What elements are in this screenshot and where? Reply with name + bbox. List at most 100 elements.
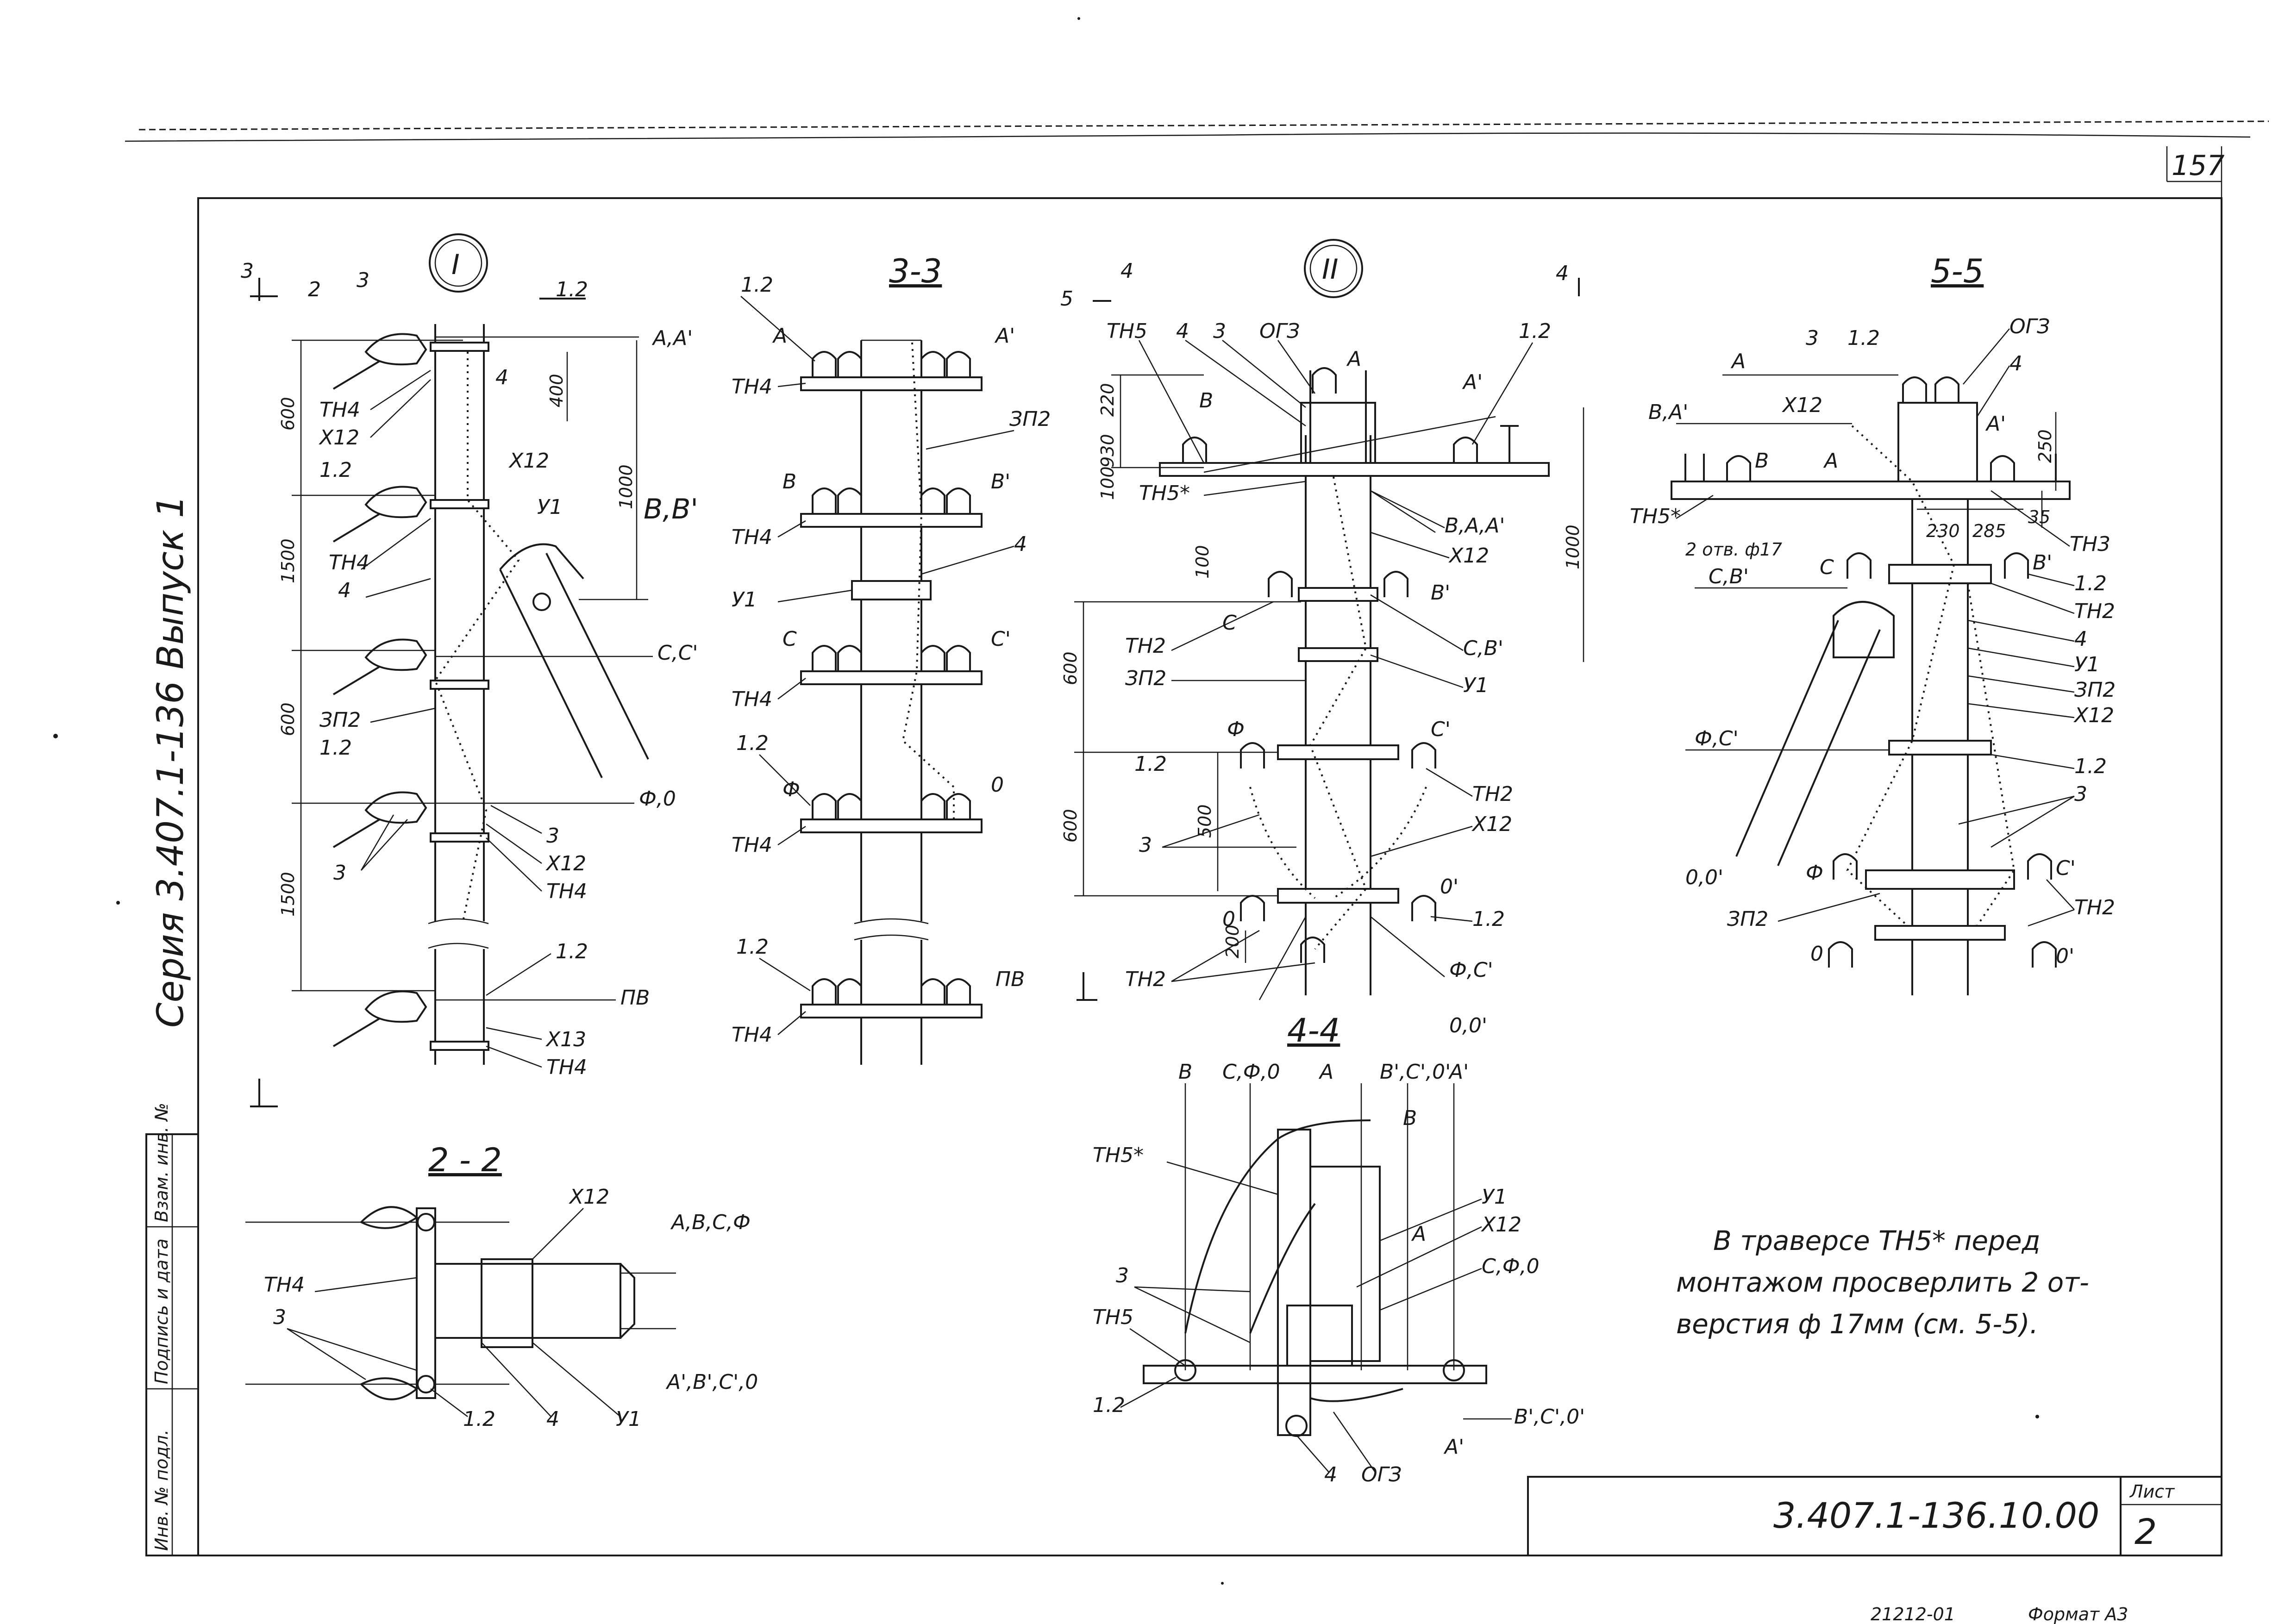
view-4-4-top-bc0: В',С',0' [1380,1060,1451,1084]
view-5-5-b: В [1755,449,1769,473]
view-5-5-a2: А' [1985,412,2006,436]
view-I-lbl-f0: Ф,0 [639,787,676,811]
view-5-5-x12b: Х12 [2073,704,2114,727]
view-5-5-2otv: 2 отв. ф17 [1685,539,1782,560]
view-I-mark-3b: 3 [357,269,369,292]
view-3-3-c: С [782,627,797,651]
bottom-stamp: 21212-01 [1871,1604,1955,1624]
view-2-2-4: 4 [546,1407,559,1431]
view-I-dim-1000: 1000 [616,464,636,509]
view-I-dim-600a: 600 [278,397,298,431]
view-4-4-12: 1.2 [1093,1393,1125,1417]
view-II-12c: 1.2 [1472,907,1505,931]
view-4-4-x12: Х12 [1481,1213,1521,1237]
view-II-mark-4a: 4 [1120,259,1133,283]
view-II-dim-220: 220 [1097,383,1118,417]
view-5-5-x12: Х12 [1782,394,1822,417]
view-5-5-fc: Ф,С' [1695,727,1739,750]
view-II-12b: 1.2 [1134,752,1167,776]
view-3-3-zp2: ЗП2 [1009,407,1051,431]
view-3-3-b: В [782,470,796,493]
view-II-dim-1000: 1000 [1563,525,1583,569]
view-4-4-top-cf0: С,Ф,0 [1222,1060,1280,1084]
view-2-2-title: 2 - 2 [428,1141,502,1179]
view-2-2-3: 3 [273,1305,286,1329]
view-5-5-02: 0' [2056,944,2074,968]
view-I-lbl-12b: 1.2 [319,736,352,760]
view-5-5-250: 250 [2035,429,2055,463]
view-II-3: 3 [1213,319,1226,343]
view-2-2-abco: А',В',С',0 [665,1370,758,1394]
view-5-5-ogz: ОГЗ [2009,315,2050,338]
view-II-tn2c: ТН2 [1125,968,1166,991]
view-I-lbl-x12c: Х12 [545,852,586,875]
view-5-5-4: 4 [2009,352,2022,375]
view-II-4: 4 [1176,319,1189,343]
view-II-x12b: Х12 [1471,812,1512,836]
view-5-5-cb: С,В' [1709,565,1749,588]
view-II-dim-600a: 600 [1060,651,1081,685]
view-II-3b: 3 [1139,833,1152,857]
view-4-4-ogz: ОГЗ [1361,1463,1402,1487]
view-5-5-y1: У1 [2074,653,2100,676]
view-I-lbl-12c: 1.2 [556,940,588,963]
view-3-3-tn4e: ТН4 [732,1023,772,1047]
series-label: Серия 3.407.1-136 Выпуск 1 [150,495,192,1028]
view-4-4-tn5s: ТН5* [1093,1143,1144,1167]
view-3-3: 3-3 1.2 А А' [732,252,1051,1065]
top-sheet-number: 157 [2172,150,2225,182]
view-5-5-f: Ф [1806,861,1823,885]
note-line-3: верстия ф 17мм (см. 5-5). [1676,1308,2038,1340]
view-3-3-tn4c: ТН4 [732,687,772,711]
view-3-3-4: 4 [1014,532,1027,556]
view-5-5-c: С [1820,556,1834,579]
view-I-lbl-tn4b: ТН4 [329,551,369,575]
view-I-lbl-zp2: ЗП2 [319,708,361,732]
view-5-5-3: 3 [1806,326,1819,350]
view-5-5-a3: А [1823,449,1838,473]
view-3-3-12b: 1.2 [736,731,769,755]
view-2-2-y1: У1 [616,1407,641,1431]
view-I-dim-600b: 600 [278,702,298,736]
view-4-4-tn5: ТН5 [1093,1305,1133,1329]
sheet-label: Лист [2129,1481,2175,1502]
view-II-dim-600b: 600 [1060,809,1081,843]
view-2-2: 2 - 2 Х12 А,В,С,Ф ТН4 3 А',В',С',0 1.2 4… [245,1141,758,1431]
view-4-4-top-a2: А' [1448,1060,1469,1084]
view-II-fc: Ф,С' [1449,958,1493,982]
view-3-3-a2: А' [994,324,1015,348]
view-I-lbl-x12a: Х12 [319,426,359,450]
view-II-baa: В,А,А' [1445,514,1505,537]
sidebar-inv-podl: Инв. № подл. [151,1430,172,1551]
view-II-00: 0,0' [1449,1014,1487,1037]
view-II-mark-5: 5 [1060,287,1073,311]
view-3-3-a: А [772,324,787,348]
view-I-lbl-x13: Х13 [545,1028,586,1051]
view-I-lbl-4r: 4 [495,366,508,389]
view-I-mark-12: 1.2 [556,278,588,301]
view-II-dim-930: 930 [1097,434,1118,468]
view-5-5-230: 230 [1926,521,1960,541]
view-I-lbl-tn4a: ТН4 [319,398,360,422]
view-I-lbl-3: 3 [333,861,346,885]
view-5-5-tn3: ТН3 [2070,532,2110,556]
view-4-4-top-b2: В [1403,1106,1417,1130]
view-2-2-x12: Х12 [569,1185,609,1209]
view-II-zp2: ЗП2 [1125,667,1166,690]
view-4-4-top-a: А [1318,1060,1333,1084]
view-II-12: 1.2 [1519,319,1551,343]
view-II-a: А [1346,347,1361,371]
view-I-dim-1500a: 1500 [278,538,298,583]
scan-specks [53,17,2039,1585]
note-line-1: В траверсе ТН5* перед [1713,1225,2041,1256]
view-4-4-y1: У1 [1482,1185,1507,1209]
view-4-4-3: 3 [1116,1264,1129,1287]
view-I-mark-2: 2 [308,278,321,301]
view-3-3-f: Ф [782,778,800,801]
document-code: 3.407.1-136.10.00 [1773,1495,2099,1536]
view-II-y1: У1 [1463,674,1489,697]
view-5-5-285: 285 [1972,521,2006,541]
view-II-cb: С,В' [1463,637,1503,660]
view-3-3-tn4a: ТН4 [732,375,772,399]
view-II-x12a: Х12 [1448,544,1489,568]
